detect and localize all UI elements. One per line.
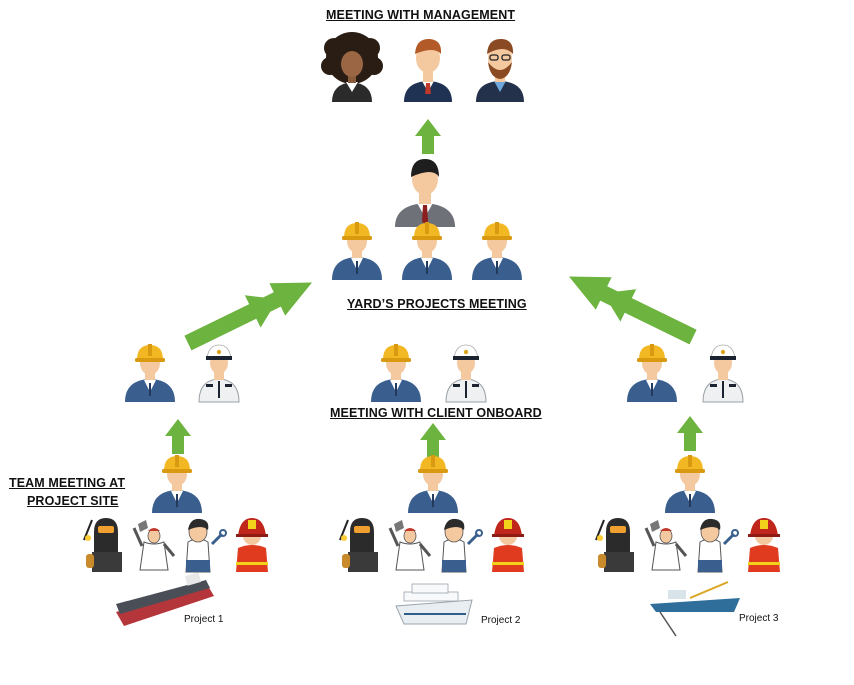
engineer-helmet-icon [151, 454, 203, 514]
arrow-to-client-2 [420, 423, 446, 458]
cruise-ship-icon [395, 583, 473, 625]
workers-team-3 [594, 516, 782, 574]
management-group [321, 32, 524, 102]
engineer-helmet-icon [664, 454, 716, 514]
management-meeting-label: MEETING WITH MANAGEMENT [326, 8, 516, 22]
workers-team-1 [82, 516, 270, 574]
workers-team-2 [338, 516, 526, 574]
engineer-helmet-icon [331, 221, 383, 281]
arrow-right-to-yard [561, 260, 701, 354]
arrow-to-management [415, 119, 441, 154]
arrow-to-client-1 [165, 419, 191, 454]
engineer-helmet-icon [407, 454, 459, 514]
yard-engineers [331, 221, 523, 281]
yard-meeting-label: YARD’S PROJECTS MEETING [347, 297, 527, 311]
engineer-helmet-icon [401, 221, 453, 281]
client-group-3 [626, 343, 744, 403]
arrow-to-client-3 [677, 416, 703, 451]
engineer-helmet-icon [370, 343, 422, 403]
ship-captain-icon [702, 344, 744, 403]
project-1-label: Project 1 [184, 614, 224, 625]
dredger-ship-icon [650, 581, 740, 637]
woman-manager-icon [321, 32, 383, 102]
arrow-left-to-yard [180, 266, 320, 360]
man-manager-icon [404, 38, 452, 102]
ship-captain-icon [198, 344, 240, 403]
client-group-1 [124, 343, 240, 403]
ship-captain-icon [445, 344, 487, 403]
engineer-helmet-icon [626, 343, 678, 403]
businessman-icon [395, 159, 455, 227]
tanker-ship-icon [116, 572, 214, 626]
engineer-helmet-icon [124, 343, 176, 403]
team-meeting-label-line1: TEAM MEETING AT [9, 476, 126, 490]
engineer-helmet-icon [471, 221, 523, 281]
project-3-label: Project 3 [739, 613, 779, 624]
bearded-manager-icon [476, 38, 524, 102]
team-meeting-label-line2: PROJECT SITE [27, 494, 119, 508]
client-meeting-label: MEETING WITH CLIENT ONBOARD [330, 406, 542, 420]
client-group-2 [370, 343, 487, 403]
project-2-label: Project 2 [481, 615, 521, 626]
